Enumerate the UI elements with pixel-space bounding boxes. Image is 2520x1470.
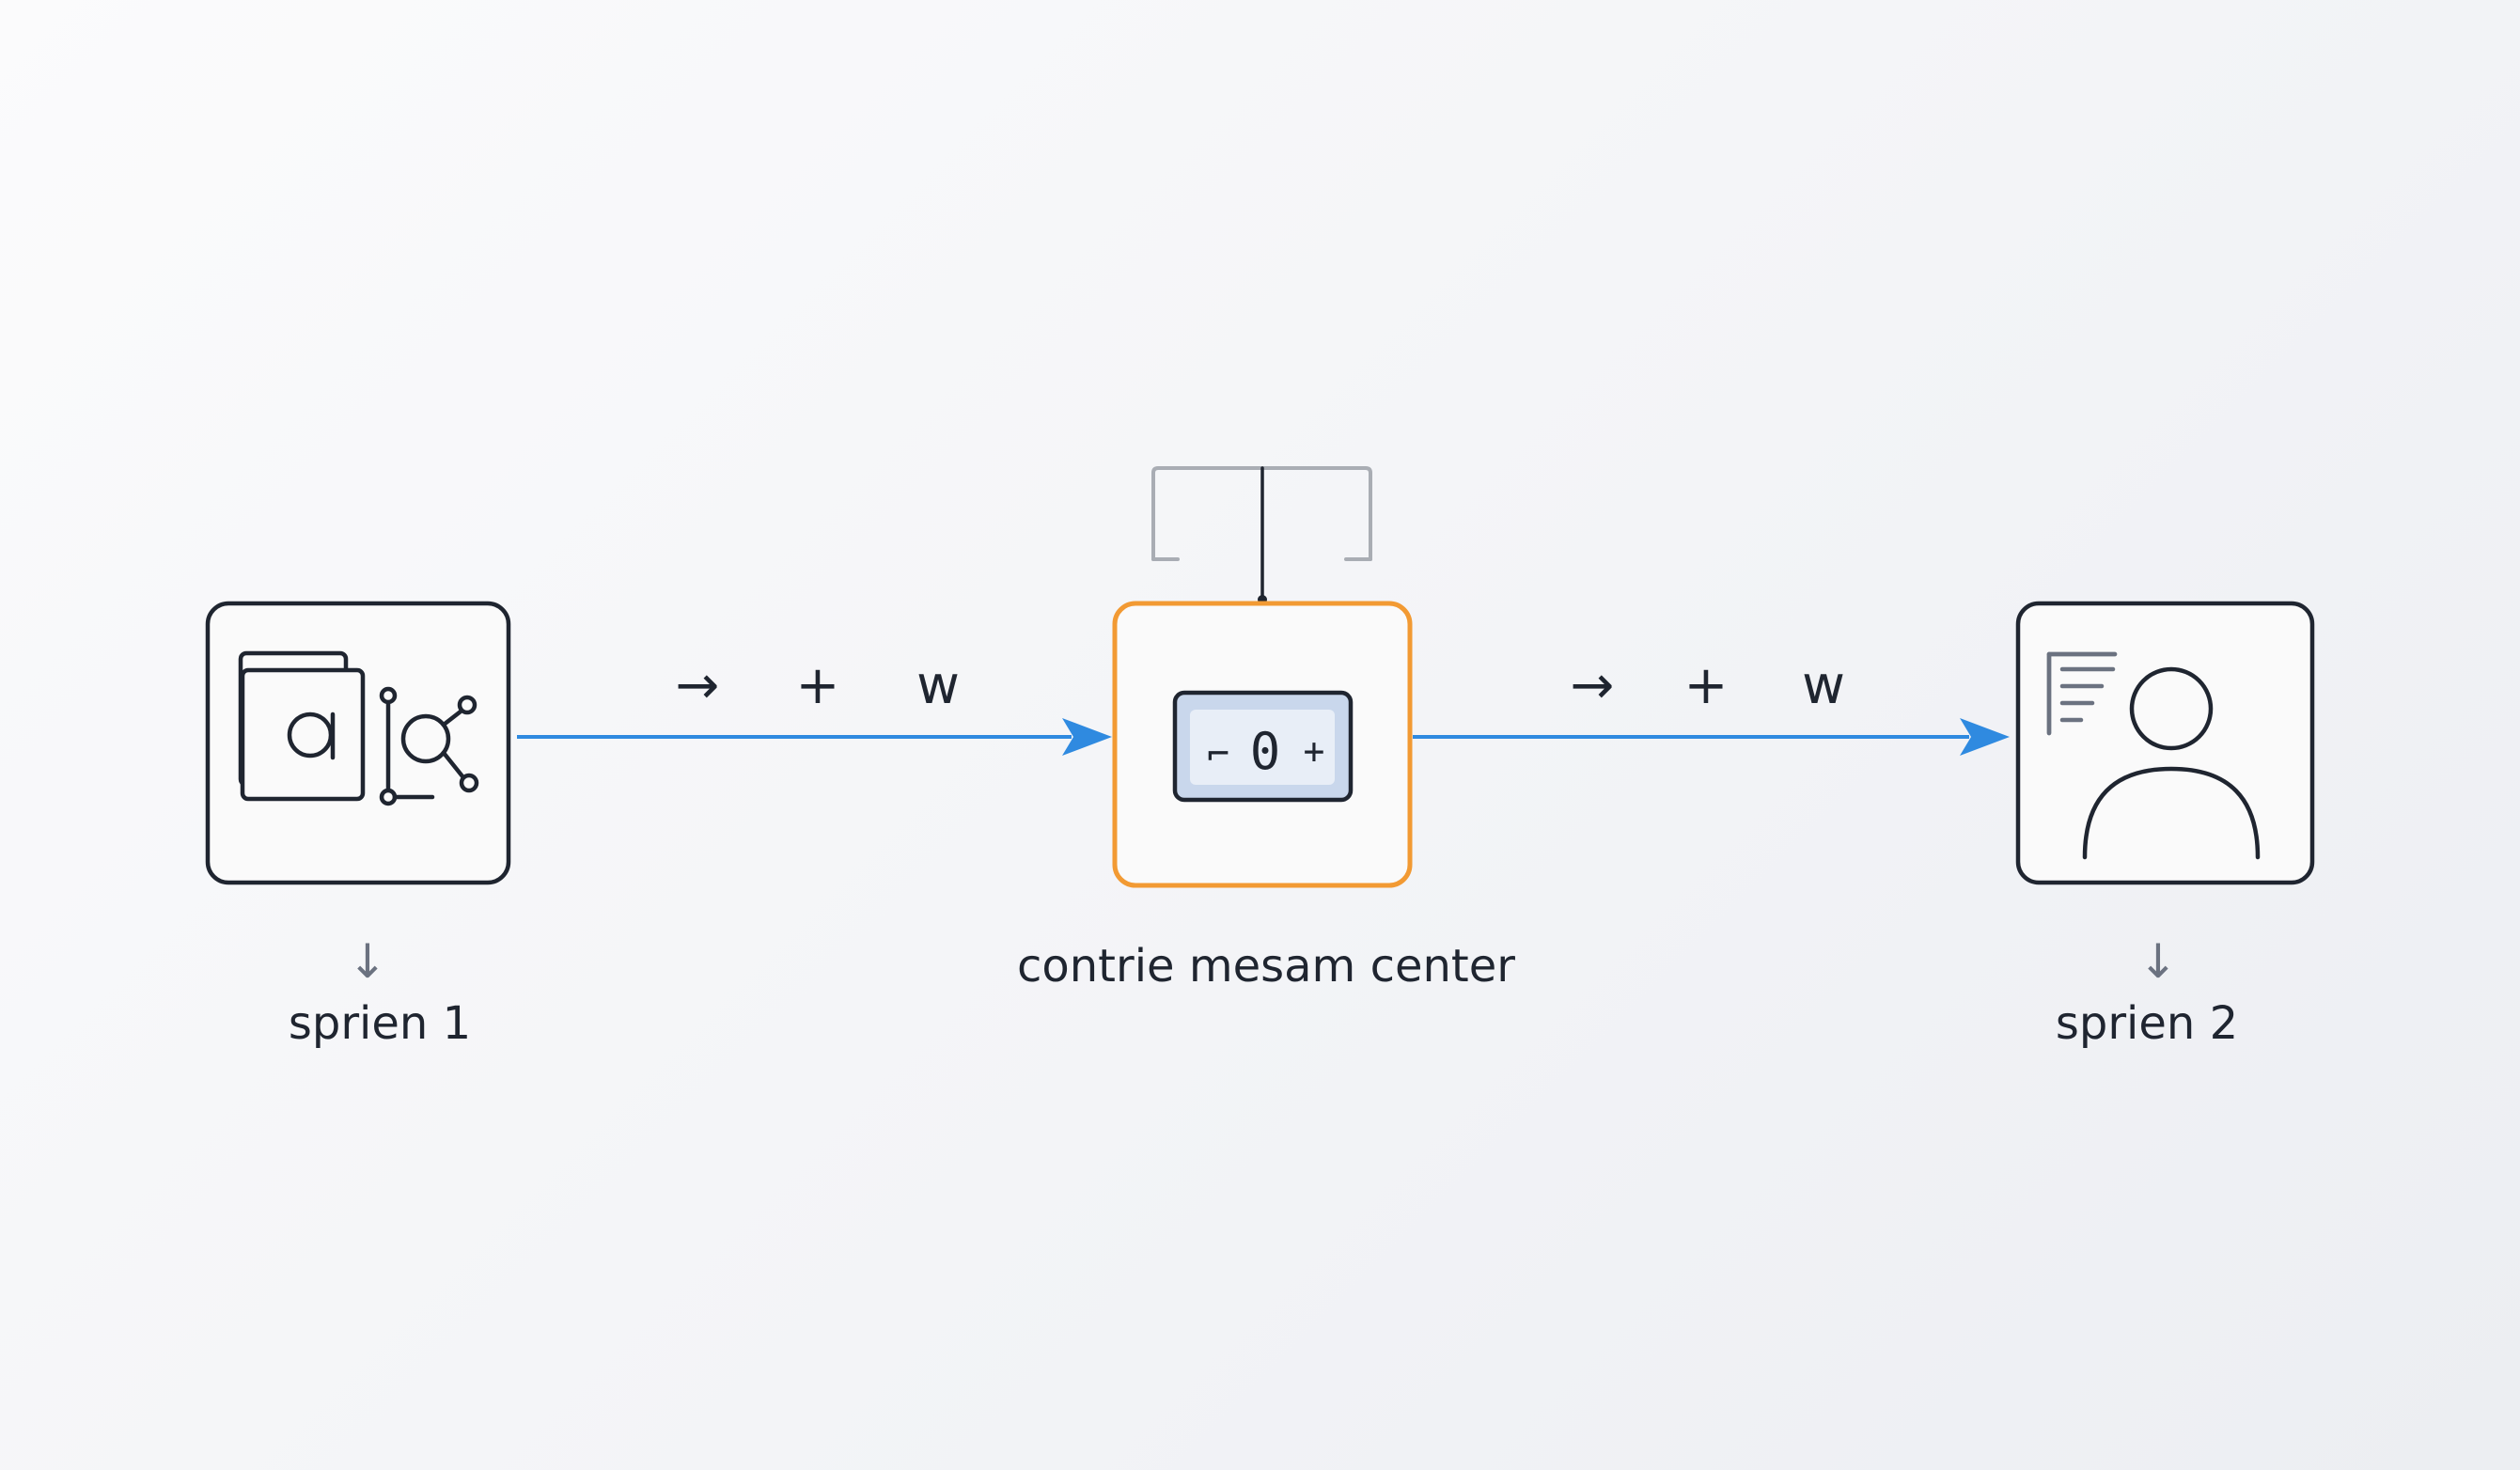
connector-arrow-glyph: → [1571,655,1615,716]
connector-plus-glyph: + [796,655,840,716]
target-node-box [2015,601,2315,885]
target-node[interactable]: ↓ sprien 2 [2015,601,2315,1050]
center-node-label: contrie mesam center [1017,940,1515,993]
bracket-icon [1151,466,1372,604]
connector-arrow-glyph: → [676,655,720,716]
source-node-label: sprien 1 [289,997,471,1050]
display-right-glyph: + [1304,730,1325,772]
down-arrow-icon: ↓ [348,934,387,989]
down-arrow-icon: ↓ [2138,934,2178,989]
document-network-icon [238,650,479,806]
display-left-glyph: ⌐ [1207,733,1229,776]
connector-source-to-center: → + w [517,655,1112,756]
flow-arrowhead [1960,718,2010,756]
source-node[interactable]: ↓ sprien 1 [205,601,511,1050]
connector-plus-glyph: + [1684,655,1729,716]
display-value: 0 [1250,722,1281,781]
connector-w-glyph: w [916,655,960,716]
user-profile-icon [2046,651,2261,860]
connector-center-to-target: → + w [1413,655,2010,756]
flow-arrowhead [1062,718,1112,756]
connector-w-glyph: w [1802,655,1845,716]
center-node[interactable]: ⌐ 0 + contrie mesam center [1017,466,1515,993]
target-node-label: sprien 2 [2056,997,2238,1050]
display-panel-icon: ⌐ 0 + [1172,690,1354,803]
